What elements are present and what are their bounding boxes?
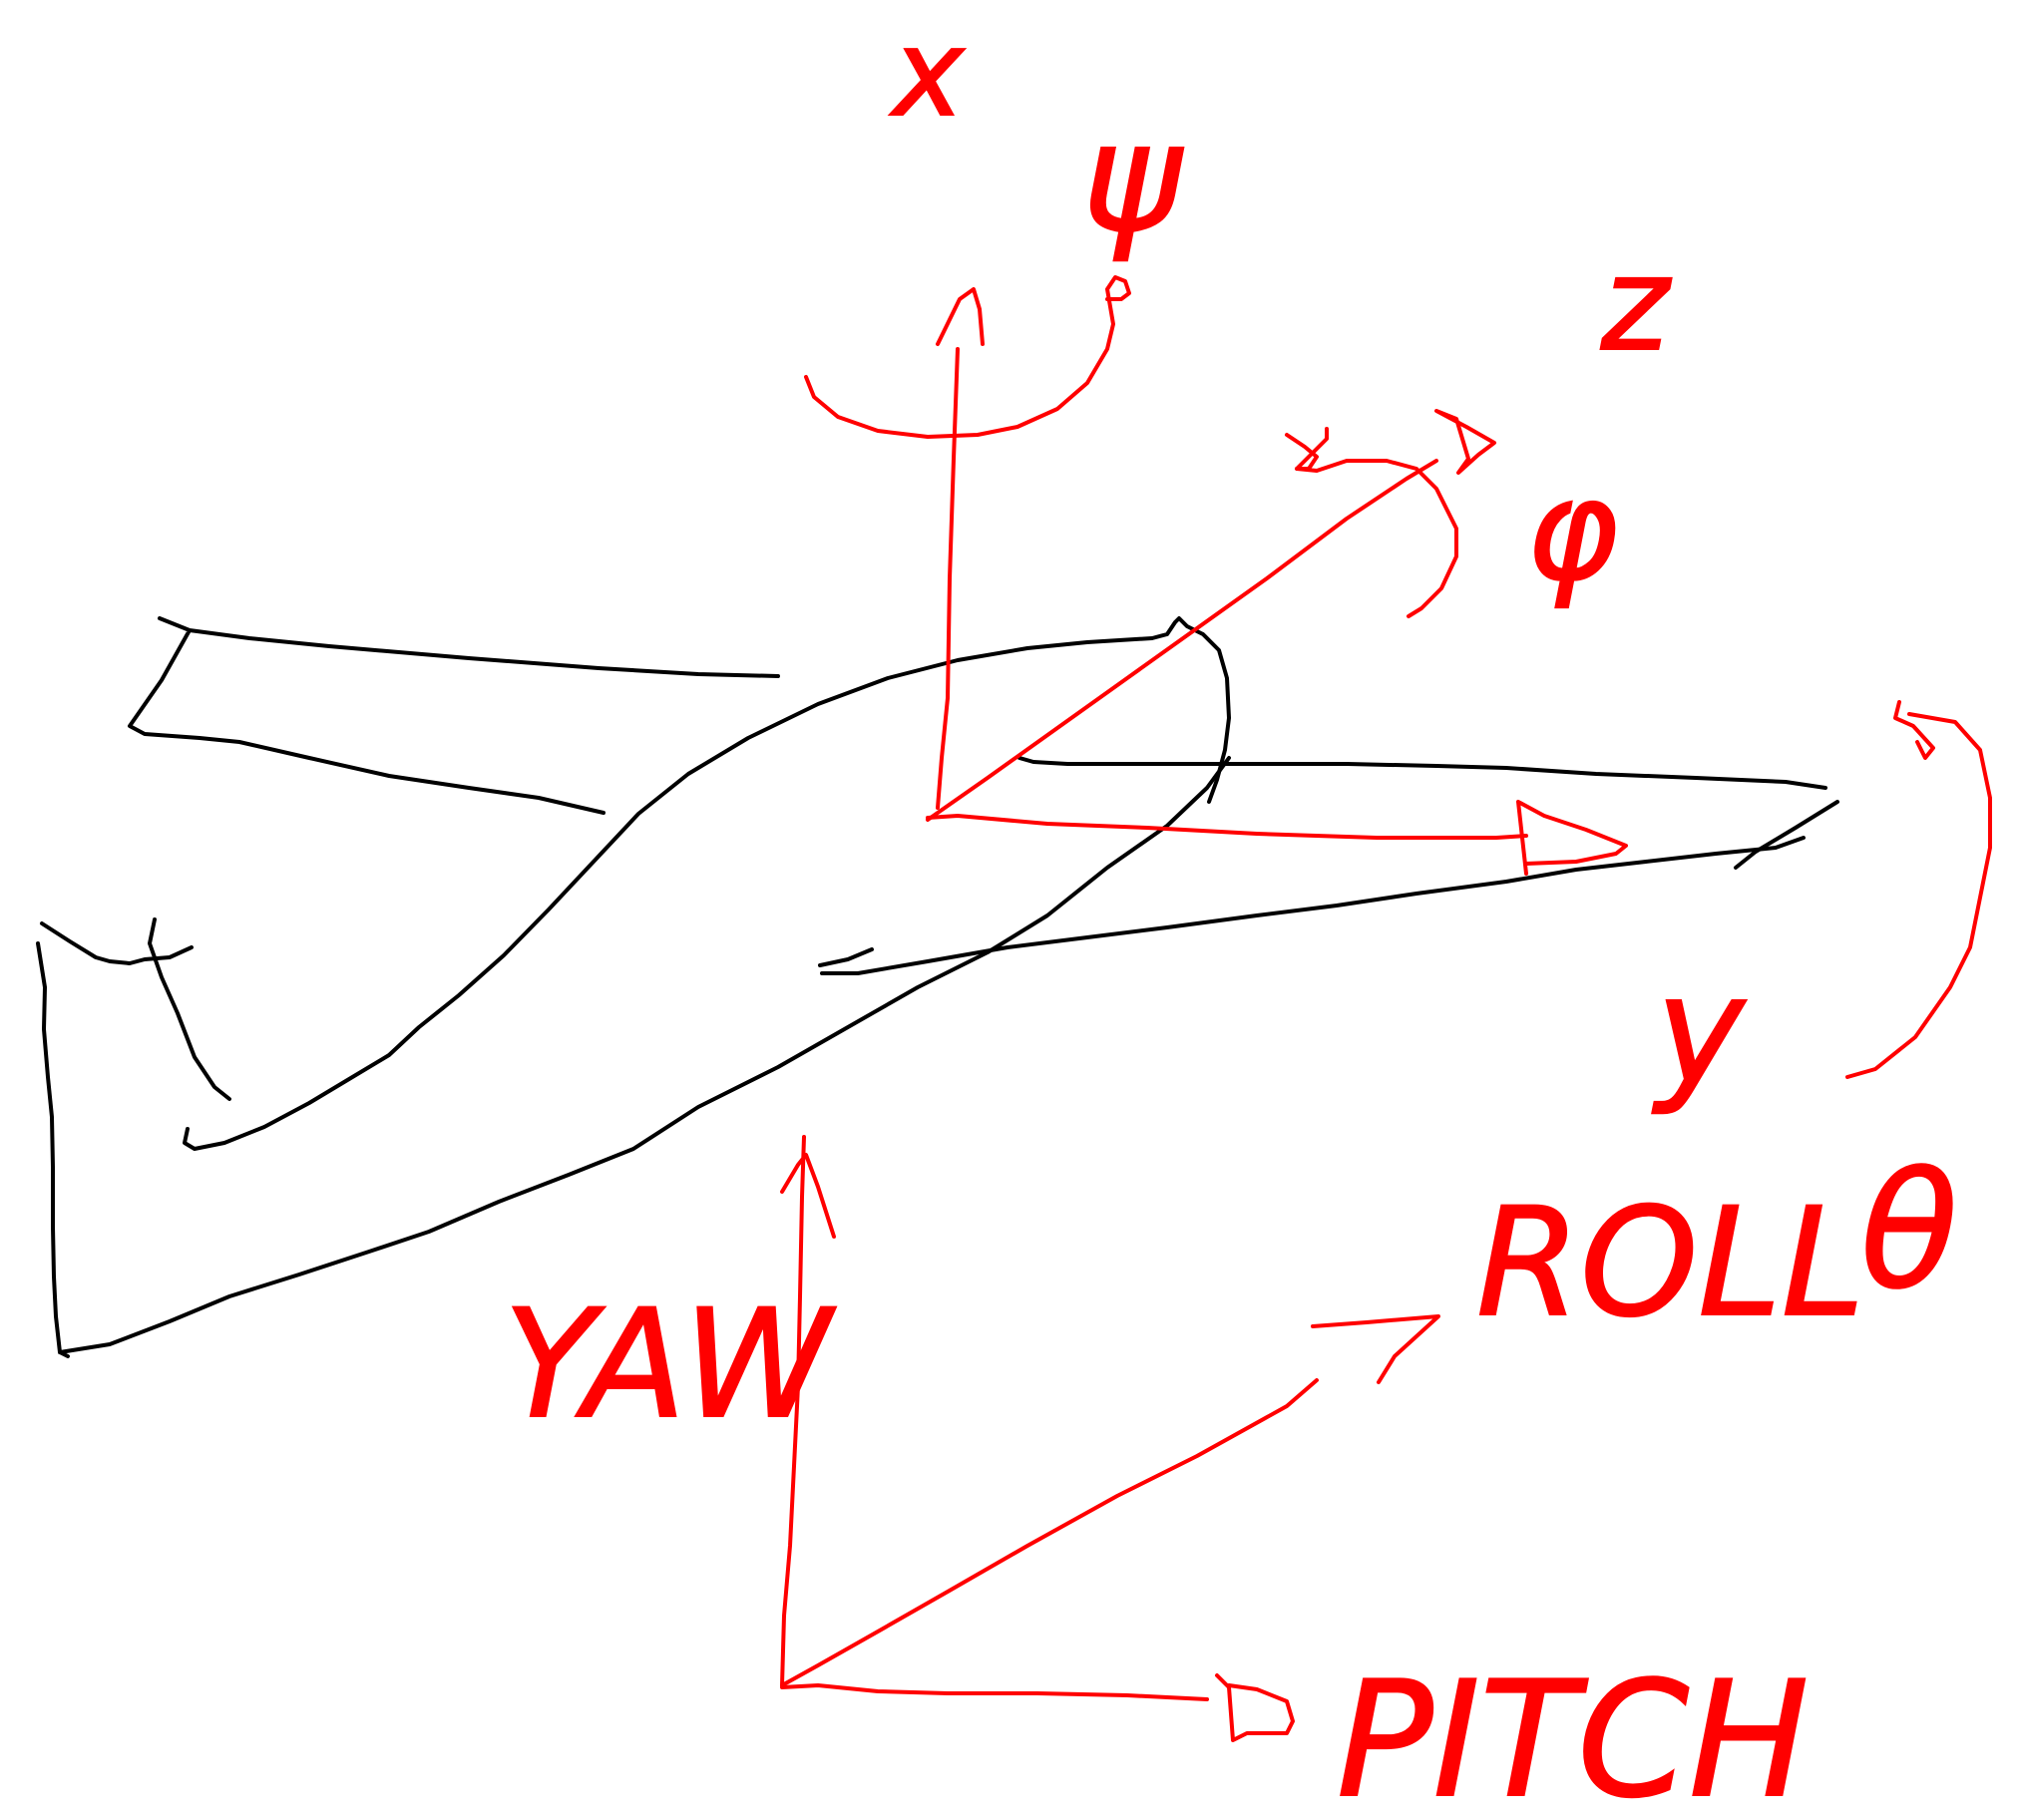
phi-arc-tail	[1295, 427, 1329, 471]
psi-rotation-arc[interactable]	[804, 275, 1131, 439]
phi-rotation-arc[interactable]	[1285, 433, 1458, 618]
y-arrowhead	[1516, 800, 1628, 876]
right-wing-bottom	[818, 836, 1806, 975]
rotation-legend	[780, 1135, 1440, 1742]
roll-label: ROLL	[1476, 1177, 1864, 1350]
roll-arrow[interactable]	[780, 1314, 1440, 1687]
body-frame-annotations	[804, 275, 1992, 1079]
right-wingtip	[1734, 800, 1839, 870]
z-axis-arrow[interactable]	[926, 459, 1438, 822]
pitch-arrow[interactable]	[780, 1673, 1295, 1742]
fuselage-left-edge	[36, 941, 70, 1358]
fuselage-upper	[183, 616, 1231, 1151]
y-axis-label: y	[1652, 944, 1747, 1118]
phi-label: φ	[1526, 450, 1618, 612]
z-arrowhead	[1434, 409, 1496, 475]
y-axis-arrow[interactable]	[926, 814, 1528, 840]
z-axis-label: z	[1600, 228, 1672, 380]
x-axis-arrow[interactable]	[936, 287, 985, 810]
theta-rotation-arc[interactable]	[1845, 700, 1992, 1079]
psi-label: ψ	[1082, 92, 1184, 265]
left-upper-wing	[128, 616, 780, 815]
x-axis-label: x	[889, 5, 966, 144]
right-wing-top	[1017, 756, 1827, 790]
fuselage-lower	[58, 756, 1231, 1354]
theta-label: θ	[1860, 1138, 1958, 1324]
yaw-arrow[interactable]	[780, 1135, 836, 1687]
tail-fin	[40, 917, 231, 1101]
yaw-label: YAW	[504, 1278, 836, 1452]
aircraft-sketch	[36, 616, 1839, 1358]
pitch-label: PITCH	[1337, 1646, 1809, 1820]
